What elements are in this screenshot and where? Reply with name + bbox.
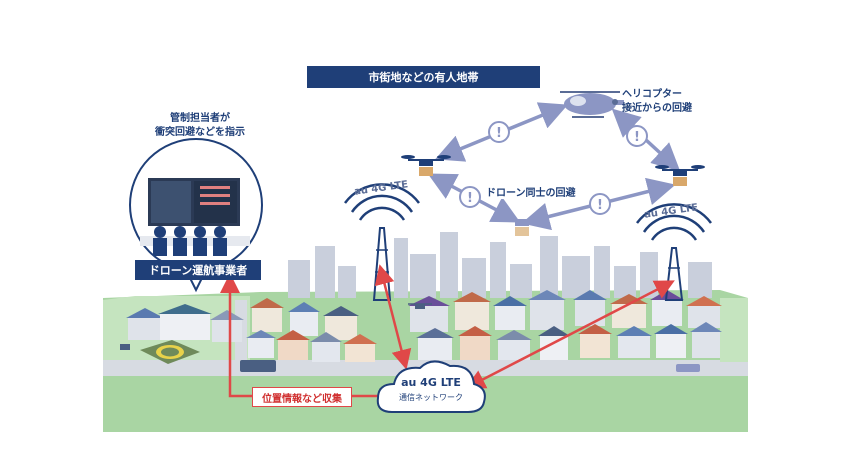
data-collection-label: 位置情報など収集 — [252, 387, 352, 407]
drone-avoidance-caption: ドローン同士の回避 — [484, 184, 578, 199]
svg-text:!: ! — [597, 198, 603, 213]
page-title: 市街地などの有人地帯 — [307, 66, 540, 88]
cloud-icon — [376, 360, 486, 413]
svg-text:!: ! — [496, 126, 502, 141]
network-title: au 4G LTE — [401, 376, 461, 389]
exclamation-icon: ! — [589, 193, 611, 215]
helipad-icon — [140, 340, 200, 364]
drone-icon — [497, 215, 547, 236]
city-skyline — [288, 232, 712, 298]
vehicles — [120, 344, 700, 372]
network-subtitle: 通信ネットワーク — [399, 393, 463, 402]
drone-icon — [408, 303, 432, 309]
drone-operator-label: ドローン運航事業者 — [135, 260, 261, 280]
exclamation-icon: ! — [459, 186, 481, 208]
drone-icon — [401, 155, 451, 176]
helicopter-icon — [560, 91, 624, 118]
exclamation-icon: ! — [488, 121, 510, 143]
control-center-caption: 管制担当者が 衝突回避などを指示 — [155, 113, 245, 138]
drone-icon — [655, 165, 705, 186]
svg-text:!: ! — [467, 191, 473, 206]
svg-text:!: ! — [634, 130, 640, 145]
exclamation-icon: ! — [626, 125, 648, 147]
helicopter-avoidance-caption: ヘリコプター 接近からの回避 — [622, 89, 692, 114]
